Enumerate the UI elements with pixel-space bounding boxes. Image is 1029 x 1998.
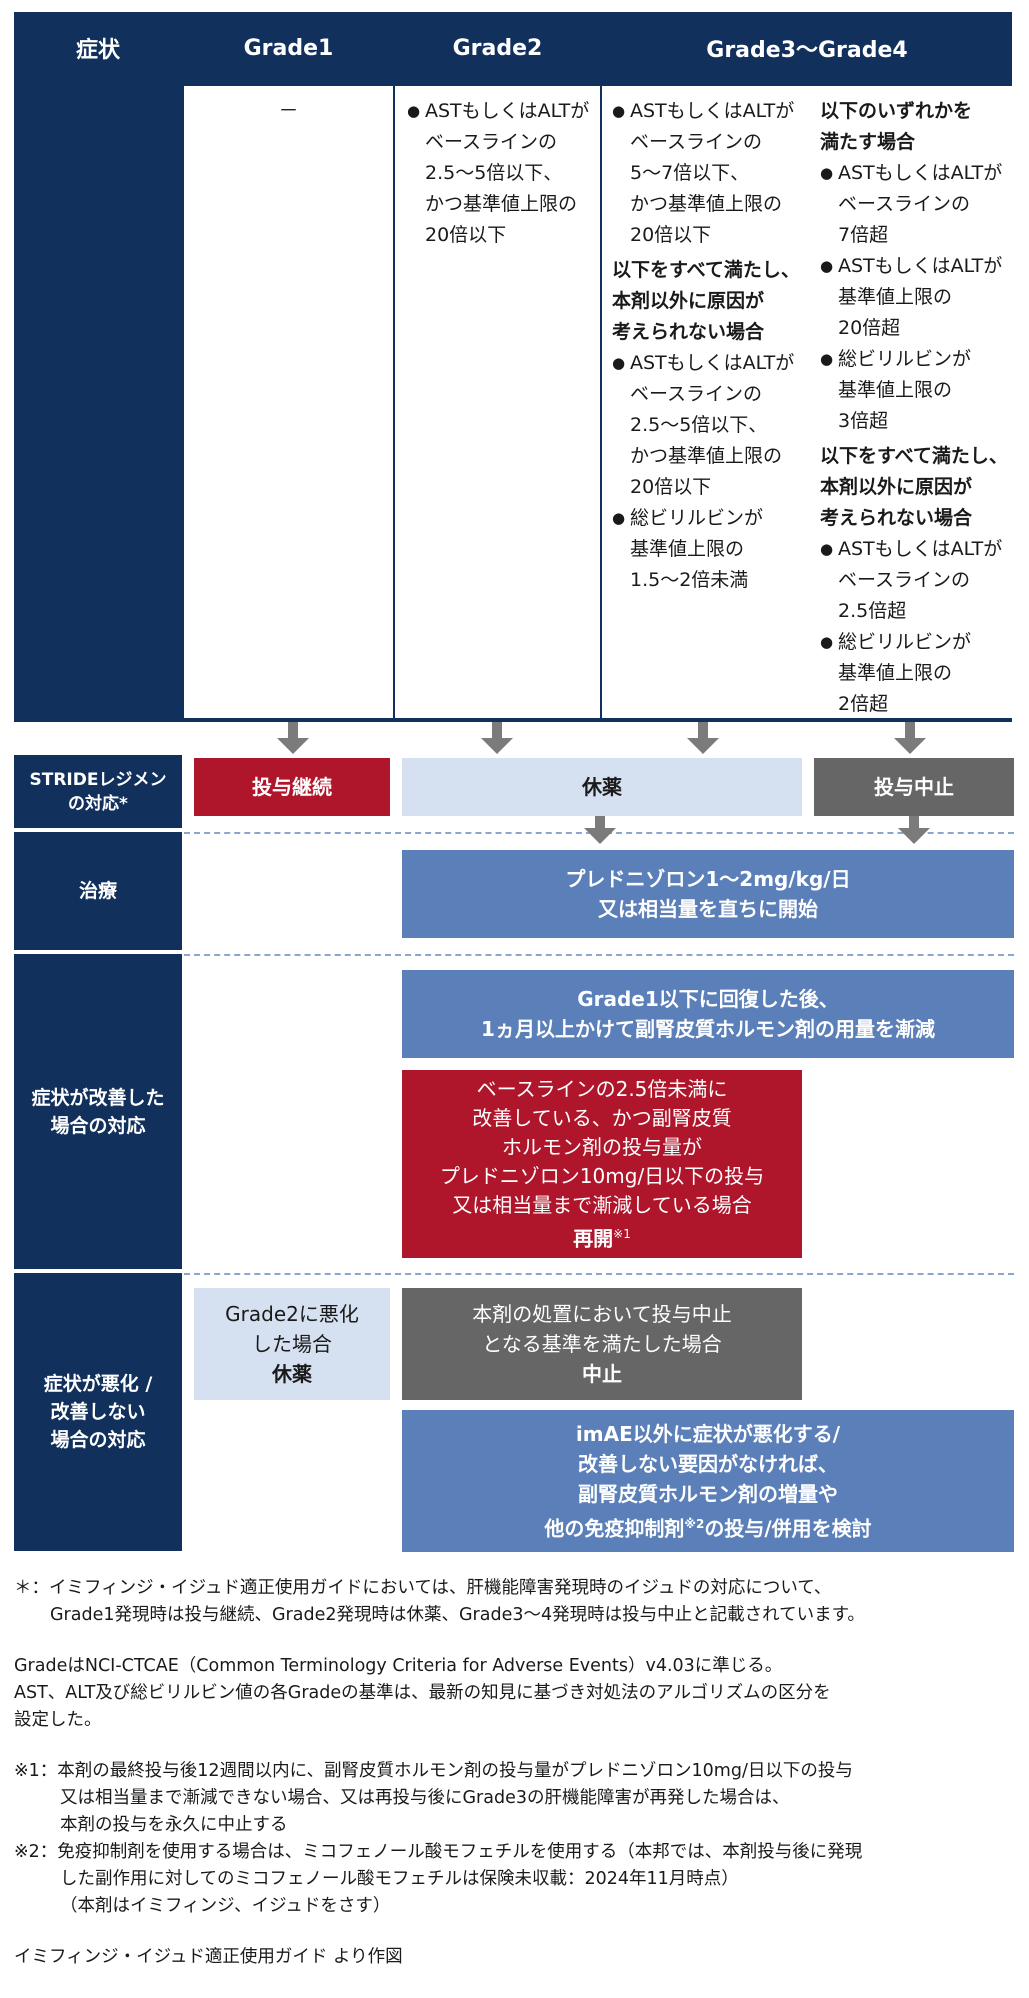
- grade1-criteria-cell: －: [184, 86, 393, 718]
- grade3-item-ast-5-7: ASTもしくはALTが ベースラインの 5～7倍以下、 かつ基準値上限の 20倍…: [612, 96, 817, 251]
- action-stop: 投与中止: [814, 758, 1014, 816]
- action-continue: 投与継続: [194, 758, 390, 816]
- divider-2: [184, 954, 1014, 956]
- note-1-line1: ※1：本剤の最終投与後12週間以内に、副腎皮質ホルモン剤の投与量がプレドニゾロン…: [14, 1761, 853, 1781]
- note-grade-line3: 設定した。: [14, 1710, 102, 1730]
- note-grade-line1: GradeはNCI-CTCAE（Common Terminology Crite…: [14, 1656, 783, 1676]
- action-hold: 休薬: [402, 758, 802, 816]
- grade4-item-bilirubin-3: 総ビリルビンが 基準値上限の 3倍超: [820, 344, 1012, 437]
- grade3-condition-heading: 以下をすべて満たし、 本剤以外に原因が 考えられない場合: [612, 259, 800, 343]
- taper-steroid: Grade1以下に回復した後、1ヵ月以上かけて副腎皮質ホルモン剤の用量を漸減: [402, 970, 1014, 1058]
- grade4-all-heading: 以下をすべて満たし、 本剤以外に原因が 考えられない場合: [820, 445, 1008, 529]
- grade4-item-ast-7: ASTもしくはALTが ベースラインの 7倍超: [820, 158, 1012, 251]
- grade3-item-ast-2-5: ASTもしくはALTが ベースラインの 2.5～5倍以下、 かつ基準値上限の 2…: [612, 348, 817, 503]
- row-label-improved: 症状が改善した場合の対応: [14, 954, 182, 1269]
- divider-3: [184, 1273, 1014, 1275]
- grade3-left-column: ASTもしくはALTが ベースラインの 5～7倍以下、 かつ基準値上限の 20倍…: [612, 96, 817, 596]
- grade4-item-bilirubin-2: 総ビリルビンが 基準値上限の 2倍超: [820, 627, 1012, 720]
- grade1-criteria: －: [278, 98, 299, 122]
- note-1-line2: 又は相当量まで漸減できない場合、又は再投与後にGrade3の肝機能障害が再発した…: [60, 1788, 790, 1808]
- grade4-any-heading: 以下のいずれかを 満たす場合: [820, 100, 973, 153]
- grade3-item-bilirubin: 総ビリルビンが 基準値上限の 1.5～2倍未満: [612, 503, 817, 596]
- consider-immunosuppressant: imAE以外に症状が悪化する/ 改善しない要因がなければ、 副腎皮質ホルモン剤の…: [402, 1410, 1014, 1552]
- grade34-criteria-cell: ASTもしくはALTが ベースラインの 5～7倍以下、 かつ基準値上限の 20倍…: [602, 86, 1012, 718]
- row-label-stride: STRIDEレジメンの対応*: [14, 755, 182, 828]
- resume-criteria: ベースラインの2.5倍未満に 改善している、かつ副腎皮質 ホルモン剤の投与量が …: [402, 1070, 802, 1258]
- grade2-worsened: Grade2に悪化 した場合 休薬: [194, 1288, 390, 1400]
- row-label-worsened: 症状が悪化 /改善しない場合の対応: [14, 1273, 182, 1551]
- grade2-criteria-cell: ASTもしくはALTが ベースラインの 2.5～5倍以下、 かつ基準値上限の 2…: [395, 86, 600, 718]
- treatment-prednisolone: プレドニゾロン1～2mg/kg/日又は相当量を直ちに開始: [402, 850, 1014, 938]
- grade4-right-column: 以下のいずれかを 満たす場合 ASTもしくはALTが ベースラインの 7倍超 A…: [820, 96, 1012, 720]
- note-2-line3: （本剤はイミフィンジ、イジュドをさす）: [60, 1896, 391, 1916]
- note-1-line3: 本剤の投与を永久に中止する: [60, 1815, 288, 1835]
- header-grade1: Grade1: [243, 35, 334, 61]
- note-grade-line2: AST、ALT及び総ビリルビン値の各Gradeの基準は、最新の知見に基づき対処法…: [14, 1683, 831, 1703]
- row-label-treatment: 治療: [14, 832, 182, 950]
- stop-criteria-met: 本剤の処置において投与中止 となる基準を満たした場合 中止: [402, 1288, 802, 1400]
- grade2-criteria-item: ASTもしくはALTが ベースラインの 2.5～5倍以下、 かつ基準値上限の 2…: [407, 96, 590, 251]
- header-symptom: 症状: [75, 38, 120, 63]
- header-grade34: Grade3～Grade4: [706, 38, 908, 63]
- note-star-line2: Grade1発現時は投与継続、Grade2発現時は休薬、Grade3～4発現時は…: [50, 1605, 865, 1625]
- grade4-item-ast-2-5: ASTもしくはALTが ベースラインの 2.5倍超: [820, 534, 1012, 627]
- footnotes: ＊：イミフィンジ・イジュド適正使用ガイドにおいては、肝機能障害発現時のイジュドの…: [14, 1575, 1019, 1971]
- grade4-item-ast-20: ASTもしくはALTが 基準値上限の 20倍超: [820, 251, 1012, 344]
- header-grade2: Grade2: [452, 35, 543, 61]
- source-note: イミフィンジ・イジュド適正使用ガイド より作図: [14, 1947, 403, 1967]
- note-2-line1: ※2：免疫抑制剤を使用する場合は、ミコフェノール酸モフェチルを使用する（本邦では…: [14, 1842, 863, 1862]
- note-2-line2: した副作用に対してのミコフェノール酸モフェチルは保険未収載：2024年11月時点…: [60, 1869, 739, 1889]
- note-star-line1: ＊：イミフィンジ・イジュド適正使用ガイドにおいては、肝機能障害発現時のイジュドの…: [14, 1578, 832, 1598]
